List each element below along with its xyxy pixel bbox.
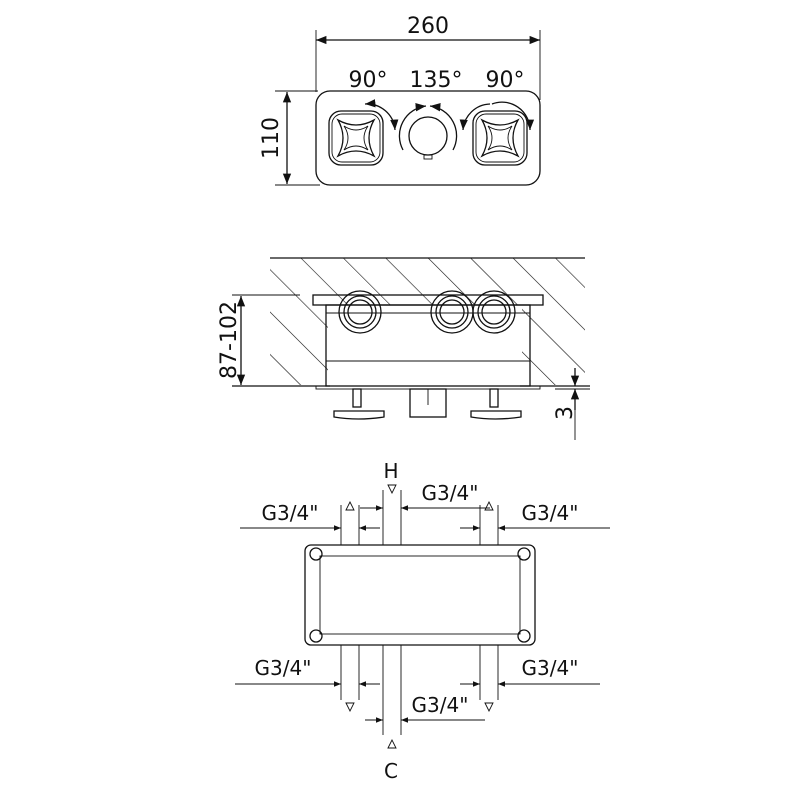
left-handle-icon xyxy=(333,388,385,420)
top-left-thread-label: G3/4" xyxy=(262,501,319,525)
left-rotation-arrow-icon xyxy=(364,99,399,131)
side-view: 87-102 3 xyxy=(217,257,590,440)
bottom-view: H C G3/4" G3/4" G3/4" G3/4" G3/4" G3/4" xyxy=(235,459,610,783)
center-angle-label: 135° xyxy=(410,68,463,93)
bottom-left-thread-label: G3/4" xyxy=(255,656,312,680)
left-angle-label: 90° xyxy=(349,68,388,93)
top-right-thread-label: G3/4" xyxy=(522,501,579,525)
offset-dim-label: 3 xyxy=(553,406,578,420)
top-view: 260 110 90° 135° 90° xyxy=(259,14,541,186)
bottom-center-thread-label: G3/4" xyxy=(412,693,469,717)
wall-hatching xyxy=(270,258,585,385)
depth-dim-label: 87-102 xyxy=(217,301,242,379)
body-box xyxy=(325,304,531,387)
right-rotation-arrow-icon xyxy=(491,101,535,131)
width-dim-label: 260 xyxy=(407,14,449,39)
right-cross-handle-icon xyxy=(472,110,528,166)
top-center-thread-label: G3/4" xyxy=(422,481,479,505)
thermostat-knob-icon xyxy=(398,103,458,160)
cover-plate xyxy=(315,90,541,186)
left-cross-handle-icon xyxy=(328,110,384,166)
bottom-right-thread-label: G3/4" xyxy=(522,656,579,680)
height-dim-label: 110 xyxy=(259,117,284,159)
box-outline xyxy=(304,544,536,646)
right-angle-label: 90° xyxy=(486,68,525,93)
right-handle-icon xyxy=(470,388,522,420)
hot-label: H xyxy=(383,459,398,483)
flow-triangle-icons xyxy=(345,484,494,749)
cold-label: C xyxy=(384,759,398,783)
